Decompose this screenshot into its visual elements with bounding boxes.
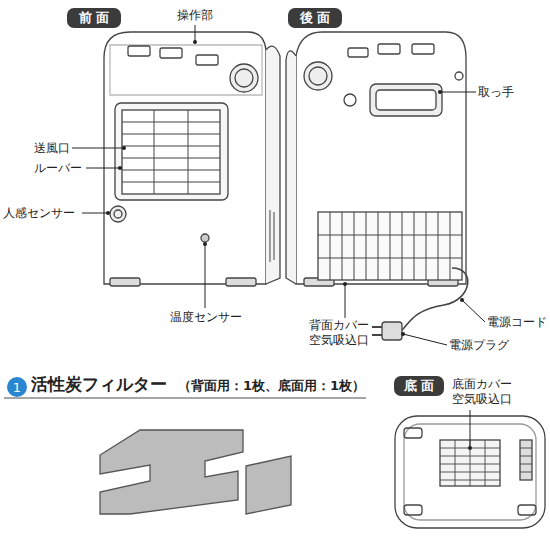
view-badge: 後 面 [288,8,342,28]
part-label: 人感センサー [3,206,75,221]
part-label: 底面カバー 空気吸込口 [452,377,518,407]
part-label: 活性炭フィルター [31,373,167,395]
part-label: 背面カバー 空気吸込口 [305,318,373,348]
node-text: 前 面 [79,9,110,27]
part-label: 電源コード [487,315,547,330]
part-label: 温度センサー [170,310,242,325]
node-text: 1 [13,380,21,395]
node-text: 底 面 [404,377,435,395]
part-label: ルーバー [34,161,82,176]
view-badge: 前 面 [67,8,121,28]
callout-number: 1 [7,377,27,397]
node-text: 後 面 [300,9,331,27]
part-label: 取っ手 [478,85,514,100]
part-label: （背面用：1枚、底面用：1枚） [178,377,365,395]
part-label: 電源プラグ [449,338,509,353]
view-badge: 底 面 [394,376,444,396]
part-label: 送風口 [34,141,70,156]
part-label: 操作部 [177,8,213,23]
